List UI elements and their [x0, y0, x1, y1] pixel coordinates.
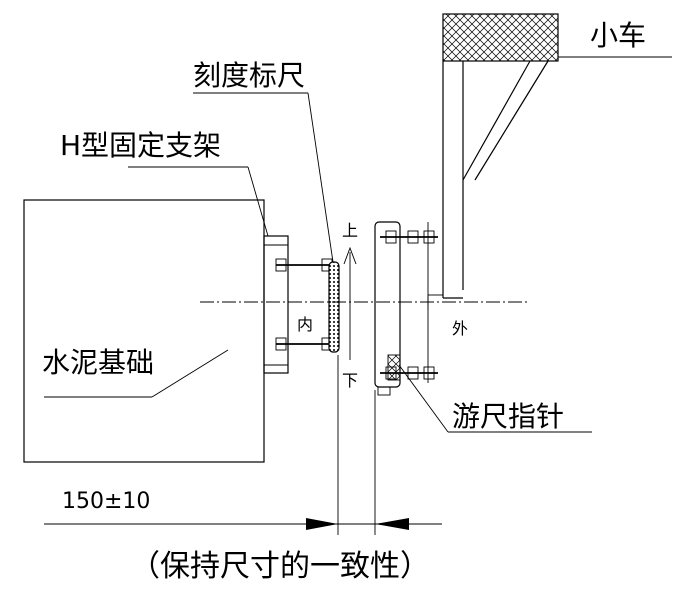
cart	[427, 13, 559, 310]
caption: （保持尺寸的一致性）	[130, 549, 430, 584]
scale-ruler-leader-2	[307, 92, 334, 263]
concrete-base-block	[23, 199, 265, 463]
vernier-leader	[398, 364, 449, 433]
label-vernier-pointer: 游尺指针	[452, 400, 564, 433]
label-cart: 小车	[590, 19, 646, 52]
label-up: 上	[342, 221, 358, 240]
concrete-leader-2	[151, 349, 229, 398]
label-concrete-base: 水泥基础	[42, 346, 154, 379]
up-down-arrow	[343, 246, 357, 360]
dimension-line	[44, 355, 442, 535]
label-inner: 内	[297, 315, 313, 334]
label-outer: 外	[452, 319, 468, 338]
label-h-bracket: H型固定支架	[60, 129, 221, 162]
scale-ruler	[328, 261, 340, 353]
dimension-value: 150±10	[62, 489, 150, 514]
label-scale-ruler: 刻度标尺	[193, 59, 305, 92]
h-bracket	[263, 235, 336, 374]
label-down: 下	[342, 371, 358, 390]
vernier-pointer-bracket	[374, 221, 438, 396]
h-bracket-leader-2	[247, 166, 269, 237]
